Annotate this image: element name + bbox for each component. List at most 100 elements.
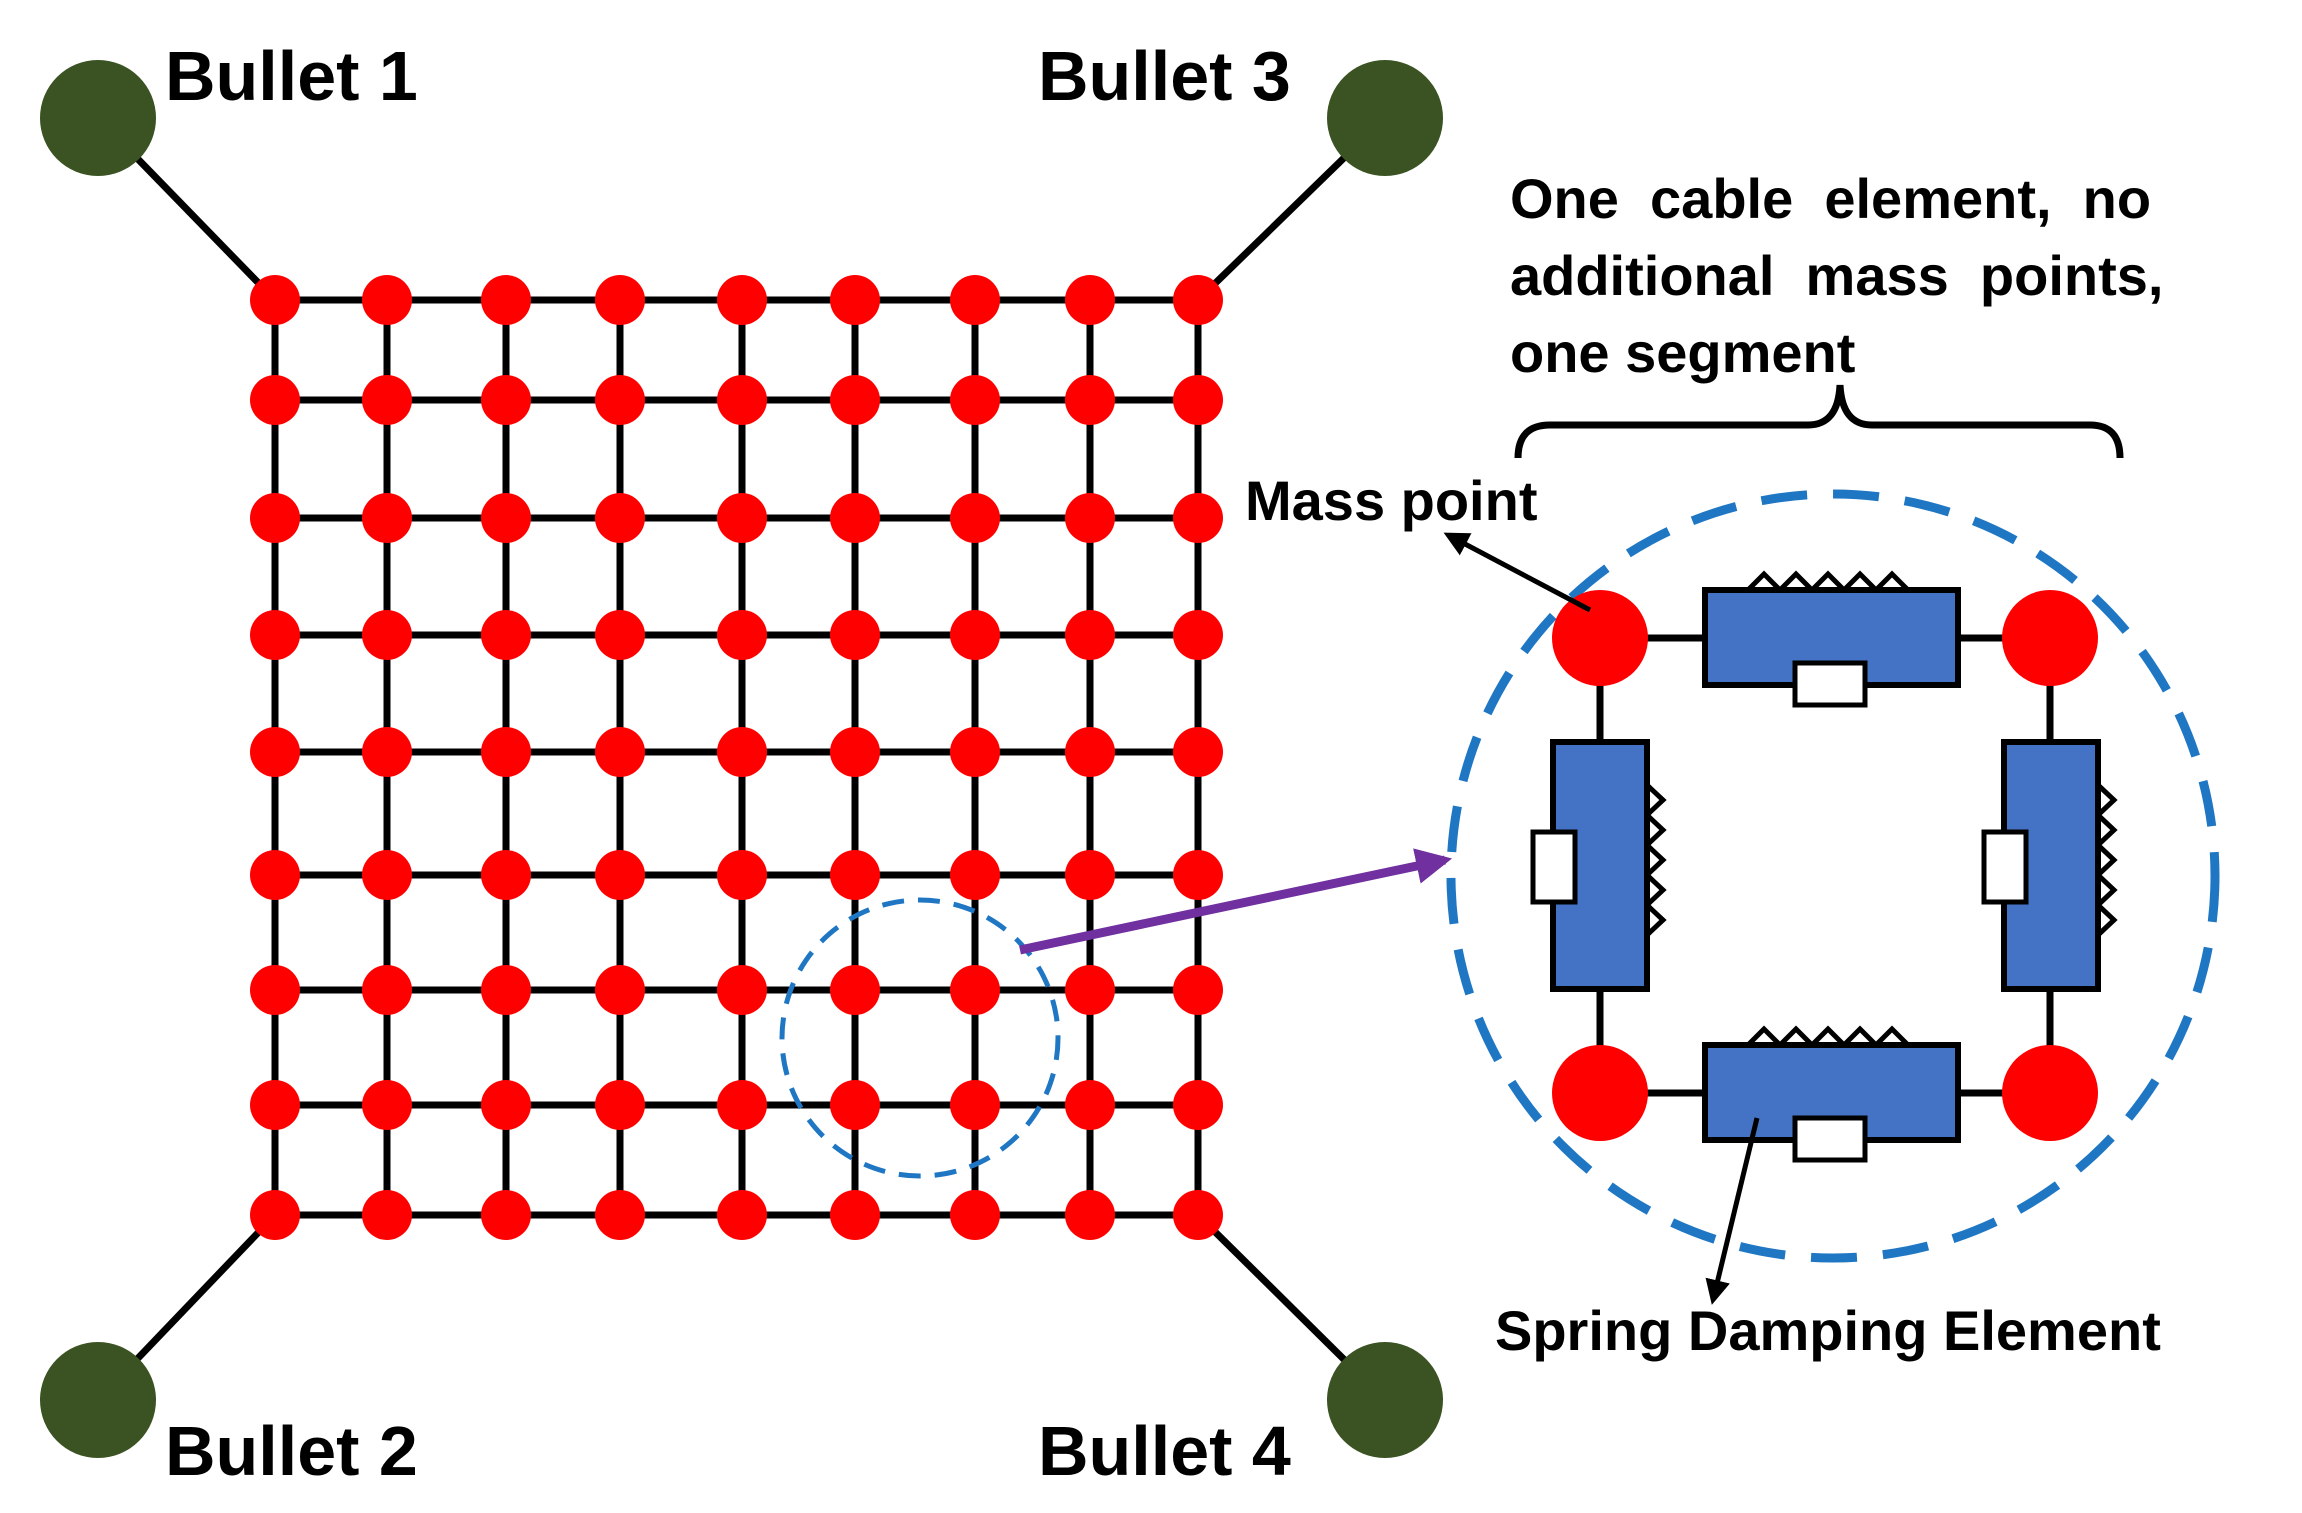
net-mass-point bbox=[830, 375, 880, 425]
net-mass-point bbox=[250, 1190, 300, 1240]
net-mass-point bbox=[481, 275, 531, 325]
net-mass-point bbox=[1173, 727, 1223, 777]
net-mass-point bbox=[481, 850, 531, 900]
net-mass-point bbox=[250, 727, 300, 777]
net-mass-point bbox=[1065, 1190, 1115, 1240]
net-mass-point bbox=[595, 1080, 645, 1130]
net-mass-point bbox=[717, 965, 767, 1015]
net-mass-point bbox=[595, 850, 645, 900]
net-mass-point bbox=[250, 375, 300, 425]
net-mass-point bbox=[481, 610, 531, 660]
cable-element-caption-line2: additional mass points, bbox=[1510, 244, 2163, 307]
net-mass-point bbox=[950, 610, 1000, 660]
enlarged-cell-view bbox=[1443, 384, 2220, 1305]
net-mass-point bbox=[481, 727, 531, 777]
net-mass-point bbox=[362, 727, 412, 777]
net-mass-point bbox=[250, 610, 300, 660]
bullet-3-label: Bullet 3 bbox=[1038, 37, 1291, 115]
net-mass-point bbox=[1173, 1190, 1223, 1240]
net-mass-point bbox=[717, 375, 767, 425]
zoom-pointer-arrow bbox=[1019, 848, 1453, 955]
net-mass-point bbox=[950, 1080, 1000, 1130]
net-mass-point bbox=[717, 275, 767, 325]
net-mass-point bbox=[362, 850, 412, 900]
net-mass-point bbox=[250, 275, 300, 325]
net-mass-point bbox=[481, 1080, 531, 1130]
net-mass-point bbox=[362, 493, 412, 543]
bullet-1-label: Bullet 1 bbox=[165, 37, 418, 115]
net-mass-point bbox=[830, 493, 880, 543]
net-mass-point bbox=[1173, 1080, 1223, 1130]
net-mass-point bbox=[1065, 610, 1115, 660]
net-mass-point bbox=[1173, 275, 1223, 325]
net-mass-point bbox=[830, 850, 880, 900]
net-mass-point bbox=[362, 1080, 412, 1130]
net-mass-point bbox=[362, 275, 412, 325]
net-mass-point bbox=[830, 610, 880, 660]
net-mass-point bbox=[362, 375, 412, 425]
net-mass-point bbox=[595, 965, 645, 1015]
net-mass-point bbox=[830, 1080, 880, 1130]
cable-element-caption-line1: One cable element, no bbox=[1510, 167, 2151, 230]
net-mass-point bbox=[830, 275, 880, 325]
net-mass-point bbox=[595, 493, 645, 543]
net-mass-point bbox=[595, 375, 645, 425]
net-mass-point bbox=[717, 1190, 767, 1240]
net-mass-point bbox=[1065, 727, 1115, 777]
bullet-2-mass bbox=[40, 1342, 156, 1458]
net-mass-point bbox=[1065, 1080, 1115, 1130]
net-mass-point bbox=[717, 493, 767, 543]
net-mass-point bbox=[950, 493, 1000, 543]
bullets bbox=[40, 60, 1443, 1458]
bullet-3-mass bbox=[1327, 60, 1443, 176]
enlarged-mass-point-tr bbox=[2002, 590, 2098, 686]
net-mass-point bbox=[250, 965, 300, 1015]
net-mass-point bbox=[362, 1190, 412, 1240]
bullet-2-label: Bullet 2 bbox=[165, 1412, 418, 1490]
net-mass-point bbox=[595, 1190, 645, 1240]
net-mass-point bbox=[595, 275, 645, 325]
net-mass-point bbox=[1065, 965, 1115, 1015]
enlarged-mass-point-bl bbox=[1552, 1045, 1648, 1141]
net-mass-point bbox=[950, 1190, 1000, 1240]
net-mass-point bbox=[1065, 493, 1115, 543]
net-mass-point bbox=[481, 493, 531, 543]
spring-damping-label: Spring Damping Element bbox=[1495, 1299, 2161, 1362]
enlarged-mass-point-br bbox=[2002, 1045, 2098, 1141]
net-mass-point bbox=[1065, 850, 1115, 900]
net-mass-point bbox=[830, 965, 880, 1015]
net-mass-point bbox=[950, 275, 1000, 325]
net-mass-point bbox=[1173, 375, 1223, 425]
net-mass-point bbox=[362, 965, 412, 1015]
spring-damper-left bbox=[1530, 739, 1667, 992]
enlarged-zoom-circle bbox=[1446, 489, 2220, 1263]
net-mass-point bbox=[717, 727, 767, 777]
spring-damping-arrow bbox=[1705, 1117, 1760, 1305]
net-mass-point bbox=[830, 727, 880, 777]
net-mass-point bbox=[950, 727, 1000, 777]
net-mass-point bbox=[717, 850, 767, 900]
net-mass-point bbox=[250, 493, 300, 543]
net-mass-point bbox=[595, 727, 645, 777]
net-mass-point bbox=[595, 610, 645, 660]
net-mass-point bbox=[717, 610, 767, 660]
net-mass-point bbox=[481, 1190, 531, 1240]
net-mass-point bbox=[481, 965, 531, 1015]
bullet-4-label: Bullet 4 bbox=[1038, 1412, 1291, 1490]
net-mass-point bbox=[1065, 275, 1115, 325]
net-mass-point bbox=[481, 375, 531, 425]
net-mass-point bbox=[1173, 850, 1223, 900]
net-mass-point bbox=[1173, 493, 1223, 543]
zoom-region-circle bbox=[779, 897, 1061, 1179]
cable-element-caption-line3: one segment bbox=[1510, 321, 1855, 384]
enlarged-mass-point-tl bbox=[1552, 590, 1648, 686]
net-mass-point bbox=[1173, 610, 1223, 660]
net-mass-point bbox=[1173, 965, 1223, 1015]
net-mass-point bbox=[1065, 375, 1115, 425]
net-mass-point bbox=[362, 610, 412, 660]
spring-damper-bottom bbox=[1702, 1025, 1961, 1163]
net-mass-point bbox=[950, 375, 1000, 425]
net-mass-point bbox=[950, 965, 1000, 1015]
cable-element-brace bbox=[1514, 384, 2124, 459]
